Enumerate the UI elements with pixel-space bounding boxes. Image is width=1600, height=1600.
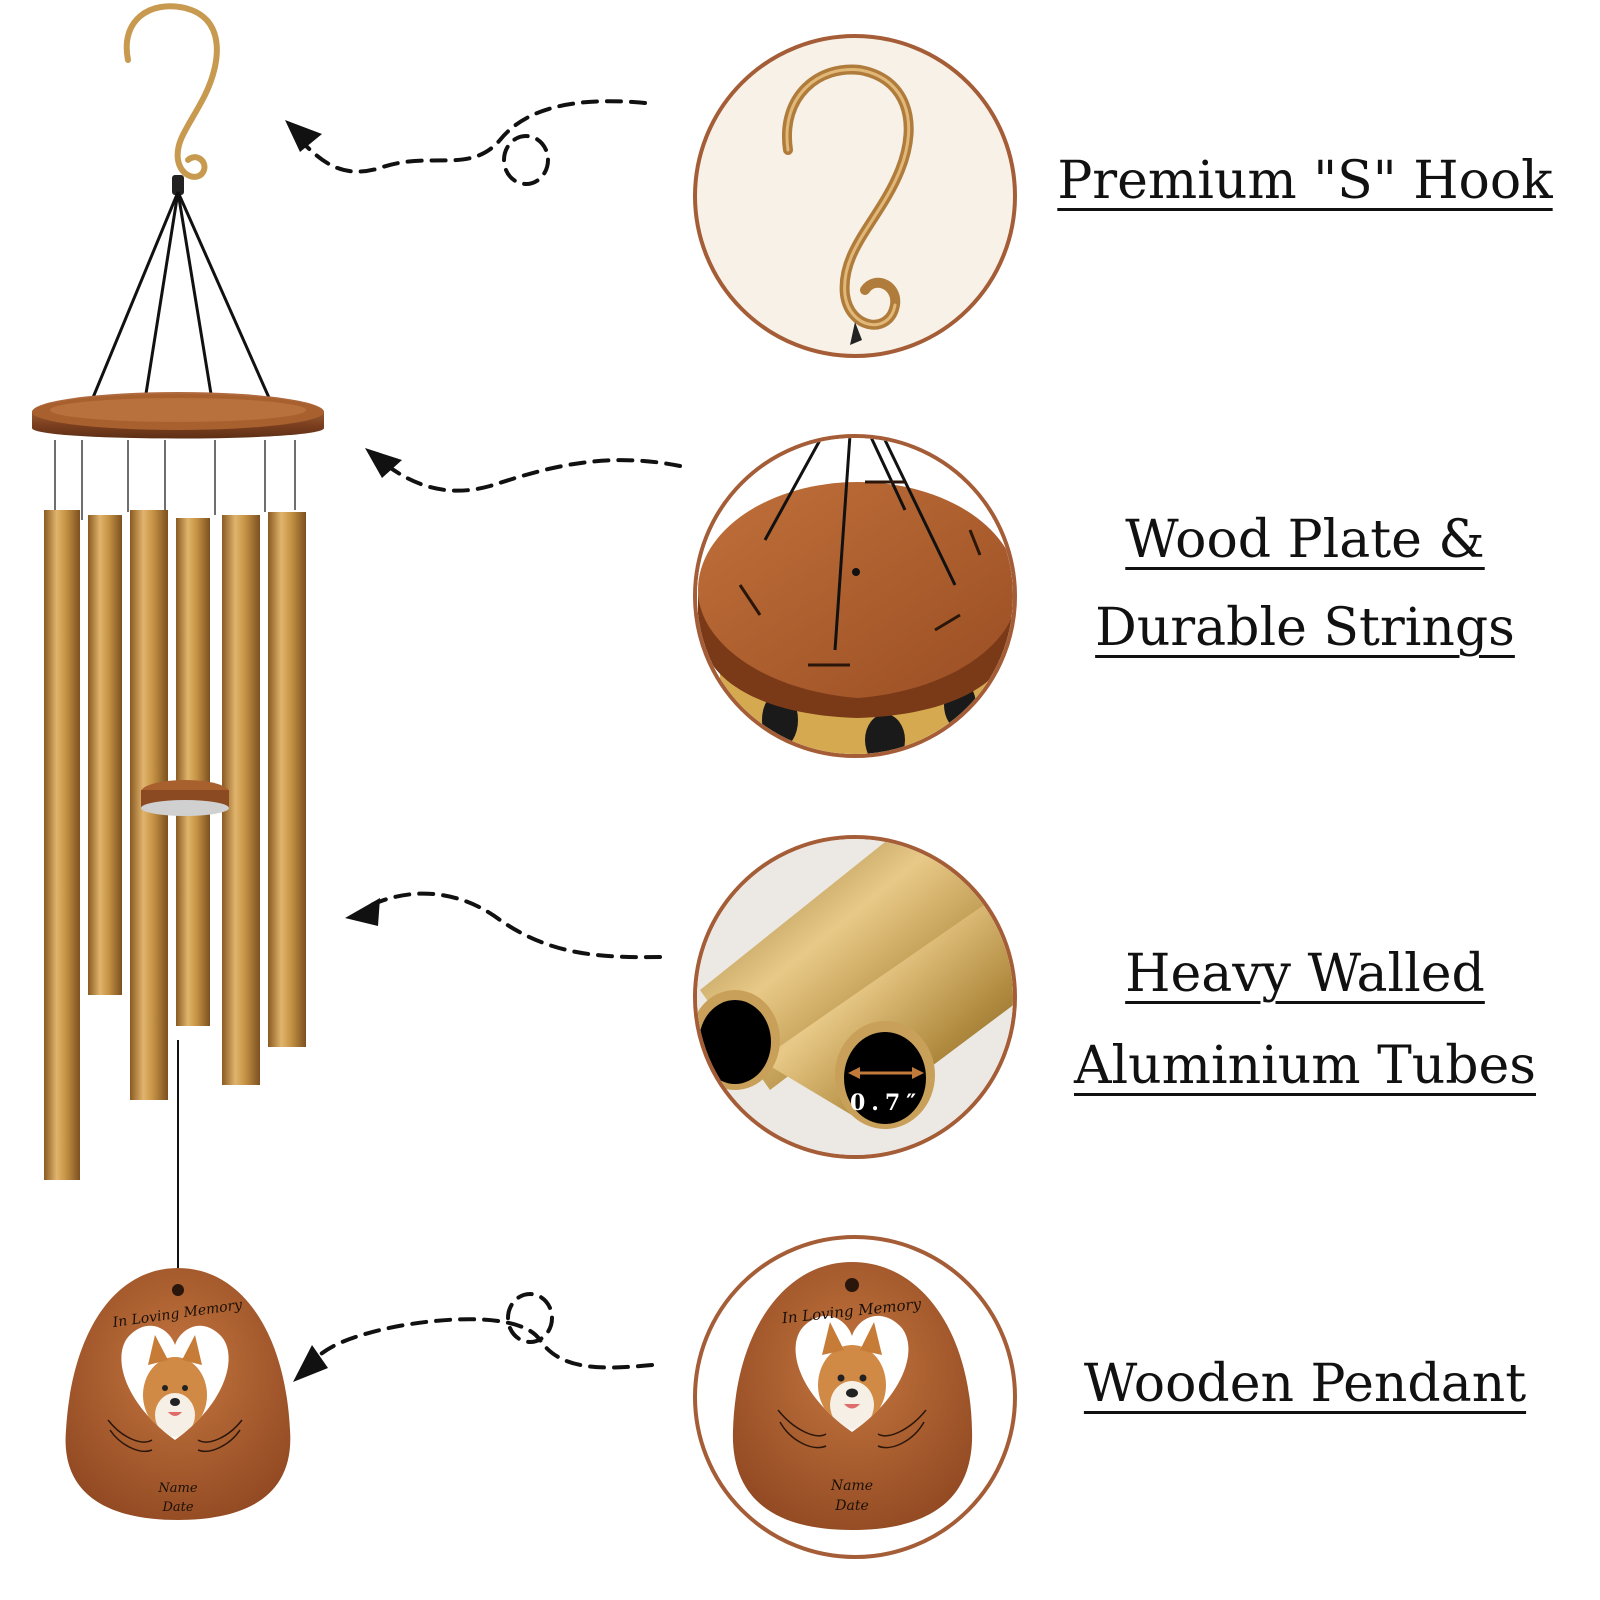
pendant-date-small: Date	[161, 1500, 193, 1515]
feature-wood-line2: Durable Strings	[1095, 598, 1515, 658]
feature-tubes-line1: Heavy Walled	[1125, 944, 1485, 1004]
arrow-to-hook	[296, 99, 647, 174]
detail-circle-pendant: In Loving Memory Name Date	[693, 1235, 1017, 1559]
wind-chime-illustration: In Loving Memory Name Date	[32, 3, 324, 1520]
feature-hook-line1: Premium "S" Hook	[1057, 151, 1553, 211]
arrow-to-pendant	[303, 1317, 654, 1372]
chime-tubes	[44, 510, 306, 1180]
dashed-arrows	[296, 99, 682, 1372]
pendant-illustration-small: In Loving Memory Name Date	[65, 1268, 291, 1520]
detail-circle-wood	[693, 434, 1017, 758]
detail-circle-tubes: 0.7″	[693, 835, 1017, 1159]
pendant-name-large: Name	[830, 1478, 873, 1494]
feature-label-wood: Wood Plate & Durable Strings	[1045, 496, 1565, 672]
pendant-name-small: Name	[157, 1481, 197, 1496]
arrow-to-wood	[378, 458, 682, 493]
feature-tubes-line2: Aluminium Tubes	[1074, 1036, 1536, 1096]
feature-label-tubes: Heavy Walled Aluminium Tubes	[1045, 928, 1565, 1112]
tube-diameter-label: 0.7″	[850, 1090, 922, 1116]
feature-label-hook: Premium "S" Hook	[1045, 155, 1565, 207]
feature-pendant-line1: Wooden Pendant	[1083, 1354, 1527, 1414]
feature-wood-line1: Wood Plate &	[1125, 510, 1485, 570]
arrow-heads	[285, 120, 402, 1382]
pendant-date-large: Date	[834, 1498, 868, 1514]
feature-label-pendant: Wooden Pendant	[1045, 1358, 1565, 1410]
detail-circle-hook	[693, 34, 1017, 358]
s-hook-icon	[123, 3, 220, 180]
arrow-to-tubes	[363, 891, 662, 960]
